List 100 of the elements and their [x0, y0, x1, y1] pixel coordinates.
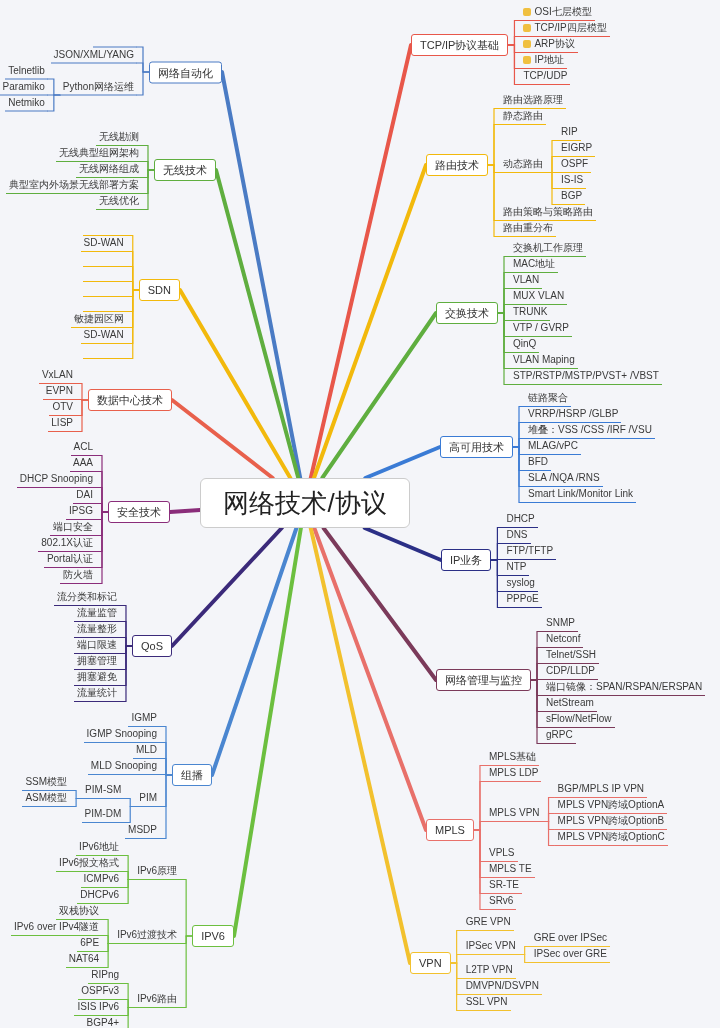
subtopic-label: OSPFv3: [78, 984, 123, 1000]
topic-box: 组播: [172, 764, 212, 786]
subtopic-label: OSI七层模型: [534, 6, 592, 18]
connector-line: [47, 94, 61, 112]
connector-line: [136, 71, 150, 96]
subtopic-label: IP地址: [534, 54, 564, 66]
subtopic-label: SRv6: [485, 894, 517, 910]
subtopic-label: 路由选路原理: [500, 93, 566, 109]
topic-box: 交换技术: [436, 302, 498, 324]
branch-line: [210, 526, 299, 777]
topic-box: 安全技术: [108, 501, 170, 523]
connector-line: [75, 399, 89, 433]
subtopic-label: BFD: [525, 455, 551, 471]
subtopic-label: L2TP VPN: [462, 963, 516, 979]
subtopic-item: [520, 21, 610, 37]
subtopic-label: IPv6过渡技术: [114, 928, 181, 944]
subtopic-label: syslog: [503, 576, 538, 592]
subtopic-label: NAT64: [65, 952, 103, 968]
subtopic-label: DHCPv6: [77, 888, 123, 904]
subtopic-label: 无线勘测: [96, 130, 142, 146]
topic-box: IP业务: [441, 549, 492, 571]
connector-line: [179, 935, 193, 1009]
subtopic-label: MLD Snooping: [87, 759, 160, 775]
subtopic-label: VPLS: [485, 846, 518, 862]
branch-line: [312, 526, 428, 832]
subtopic-label: gRPC: [543, 728, 576, 744]
topic-box: 网络自动化: [149, 61, 222, 83]
subtopic-label: OTV: [49, 400, 76, 416]
topic-box: 路由技术: [426, 154, 488, 176]
subtopic-label: IS-IS: [558, 173, 587, 189]
subtopic-label: STP/RSTP/MSTP/PVST+ /VBST: [510, 369, 662, 385]
subtopic-label: 路由策略与策略路由: [500, 205, 596, 221]
topic-box: IPV6: [192, 925, 234, 947]
branch-line: [170, 526, 284, 648]
subtopic-item: [520, 53, 567, 69]
subtopic-label: EVPN: [42, 384, 76, 400]
subtopic-label: MAC地址: [510, 257, 559, 273]
subtopic-label: GRE over IPSec: [530, 931, 610, 947]
subtopic-label: IPv6地址: [76, 840, 123, 856]
subtopic-label: DHCP Snooping: [16, 472, 96, 488]
subtopic-label: NetStream: [543, 696, 597, 712]
subtopic-label: 典型室内外场景无线部署方案: [6, 178, 142, 194]
connector-line: [497, 312, 511, 386]
subtopic-label: AAA: [70, 456, 96, 472]
branch-line: [363, 445, 442, 480]
subtopic-label: 流量整形: [74, 622, 120, 638]
subtopic-label: MPLS VPN: [485, 806, 543, 822]
subtopic-item: [520, 37, 578, 53]
subtopic-label: PIM: [136, 791, 160, 807]
connector-line: [69, 797, 83, 808]
subtopic-label: Telnetlib: [5, 63, 48, 80]
subtopic-label: 拥塞管理: [74, 654, 120, 670]
branch-line: [311, 163, 428, 480]
connector-line: [95, 511, 109, 585]
branch-line: [320, 311, 438, 480]
subtopic-label: VRRP/HSRP /GLBP: [525, 407, 622, 423]
subtopic-label: DMVPN/DSVPN: [462, 979, 542, 995]
subtopic-label: Netmiko: [5, 95, 48, 112]
topic-box: VPN: [410, 952, 451, 974]
subtopic-label: 链路聚合: [525, 391, 571, 407]
subtopic-label: VxLAN: [38, 368, 76, 384]
subtopic-label: 802.1X认证: [38, 536, 96, 552]
subtopic-label: sFlow/NetFlow: [543, 712, 615, 728]
subtopic-label: 无线优化: [96, 194, 142, 210]
branch-line: [168, 508, 202, 514]
subtopic-label: IGMP Snooping: [83, 727, 160, 743]
subtopic-label: SR-TE: [485, 878, 522, 894]
branch-line: [308, 526, 412, 965]
subtopic-label: 无线网络组成: [76, 162, 142, 178]
connector-line: [541, 820, 556, 847]
subtopic-label: MLAG/vPC: [525, 439, 581, 455]
subtopic-label: 流量统计: [74, 686, 120, 702]
subtopic-label: SSM模型: [22, 775, 71, 791]
subtopic-label: GRE VPN: [462, 915, 514, 931]
subtopic-label: PIM-SM: [82, 783, 125, 799]
subtopic-label: 端口安全: [50, 520, 96, 536]
topic-box: QoS: [132, 635, 172, 657]
subtopic-label: 流量监管: [74, 606, 120, 622]
subtopic-label: MPLS VPN跨域OptionA: [554, 798, 668, 814]
subtopic-label: 敏捷园区网: [70, 312, 127, 328]
subtopic-label: SLA /NQA /RNS: [525, 471, 603, 487]
subtopic-label: VLAN: [510, 273, 543, 289]
subtopic-label: LISP: [48, 416, 76, 432]
subtopic-label: RIPng: [88, 968, 123, 984]
subtopic-label: IPSec over GRE: [530, 947, 610, 963]
subtopic-label: DHCP: [503, 512, 538, 528]
subtopic-label: ACL: [70, 440, 96, 456]
subtopic-label: 堆叠：VSS /CSS /IRF /VSU: [525, 423, 655, 439]
topic-box: SDN: [138, 279, 180, 301]
subtopic-label: IPSG: [66, 504, 96, 520]
subtopic-label: MSDP: [125, 823, 160, 839]
subtopic-label: 端口限速: [74, 638, 120, 654]
subtopic-label: SD-WAN: [80, 236, 127, 252]
subtopic-label: SNMP: [543, 616, 578, 632]
central-topic-box: 网络技术/协议: [200, 478, 410, 528]
subtopic-label: BGP/MPLS IP VPN: [554, 782, 648, 798]
subtopic-label: QinQ: [510, 337, 540, 353]
subtopic-label: MPLS VPN跨域OptionB: [554, 814, 668, 830]
subtopic-label: DAI: [73, 488, 96, 504]
subtopic-label: ASM模型: [22, 791, 71, 807]
